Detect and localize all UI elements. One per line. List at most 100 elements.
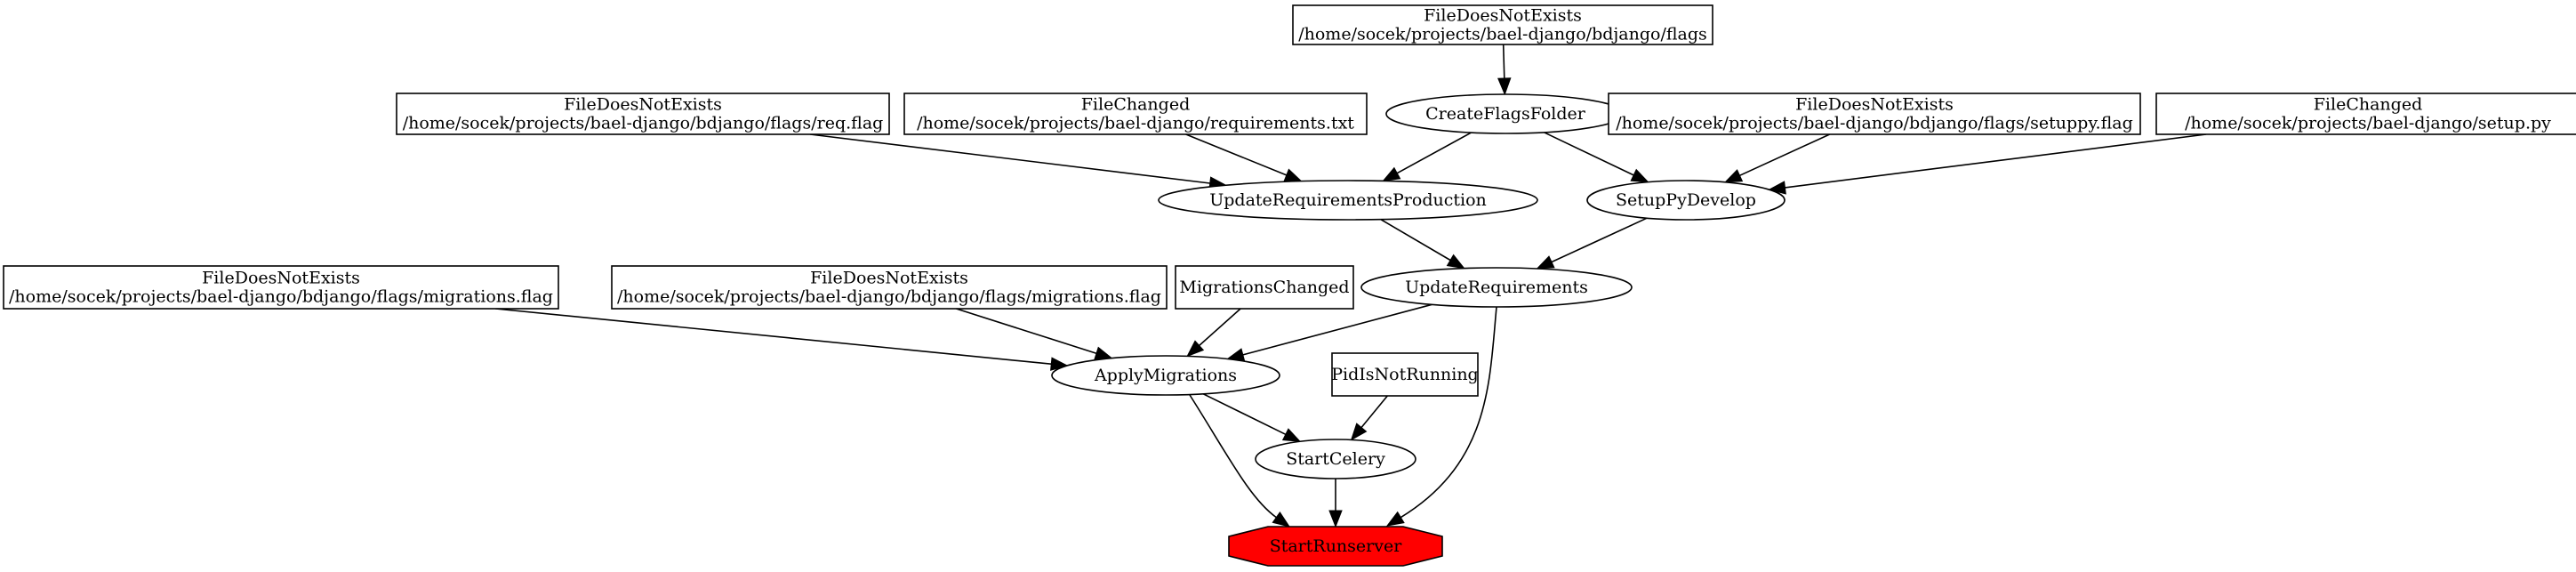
node-label-line: FileDoesNotExists — [810, 269, 968, 288]
node-box — [611, 265, 1168, 310]
edge-apply-migrations-to-start-runserver — [1189, 394, 1291, 528]
node-label-line: CreateFlagsFolder — [1425, 104, 1586, 124]
edge-pid-not-running-to-start-celery — [1350, 395, 1388, 441]
edge-line — [1360, 395, 1388, 429]
node-label-line: FileChanged — [2314, 95, 2423, 115]
edge-flags-folder-missing-to-create-flags-folder — [1497, 44, 1512, 96]
node-label-line: ApplyMigrations — [1094, 366, 1237, 385]
arrow-head — [1094, 346, 1113, 360]
node-label-line: FileDoesNotExists — [1424, 6, 1582, 26]
node-label-line: UpdateRequirementsProduction — [1209, 190, 1487, 210]
node-label-line: MigrationsChanged — [1179, 278, 1349, 297]
edge-start-celery-to-start-runserver — [1328, 479, 1343, 528]
edge-migrations-changed-to-apply-migrations — [1186, 308, 1241, 358]
node-start-runserver: StartRunserver — [1228, 526, 1443, 567]
node-ellipse — [1255, 439, 1416, 479]
edge-line — [1242, 303, 1432, 356]
edge-req-flag-missing-to-update-req-production — [809, 133, 1227, 190]
arrow-head — [1350, 423, 1368, 441]
node-migrations-changed: MigrationsChanged — [1175, 265, 1354, 310]
arrow-head — [1283, 168, 1303, 182]
node-label-line: FileDoesNotExists — [202, 269, 360, 288]
edge-create-flags-folder-to-setup-py-develop — [1544, 132, 1649, 183]
arrow-head — [1385, 511, 1405, 527]
edge-line — [495, 308, 1052, 365]
node-box — [1175, 265, 1354, 310]
node-setup-changed: FileChanged/home/socek/projects/bael-dja… — [2155, 93, 2576, 135]
arrow-head — [1723, 169, 1744, 183]
node-migrations-flag-missing-2: FileDoesNotExists/home/socek/projects/ba… — [611, 265, 1168, 310]
node-label-line: StartCelery — [1286, 449, 1385, 469]
node-flags-folder-missing: FileDoesNotExists/home/socek/projects/ba… — [1292, 4, 1713, 45]
arrow-head — [1186, 340, 1205, 358]
node-label-line: FileDoesNotExists — [1795, 95, 1954, 115]
node-label-line: /home/socek/projects/bael-django/setup.p… — [2185, 114, 2551, 133]
arrow-head — [1536, 255, 1555, 270]
node-box — [1292, 4, 1713, 45]
arrow-head — [1768, 181, 1786, 195]
edge-setuppy-flag-missing-to-setup-py-develop — [1723, 133, 1831, 183]
node-label-line: FileDoesNotExists — [564, 95, 722, 115]
node-label-line: /home/socek/projects/bael-django/bdjango… — [617, 287, 1161, 307]
edge-migrations-flag-missing-1-to-apply-migrations — [495, 308, 1069, 371]
node-label-line: PidIsNotRunning — [1331, 365, 1478, 384]
node-ellipse — [1051, 355, 1280, 396]
node-label-line: SetupPyDevelop — [1616, 190, 1756, 210]
node-box — [1331, 352, 1479, 397]
node-box — [903, 93, 1368, 135]
node-label-line: /home/socek/projects/bael-django/bdjango… — [1616, 114, 2133, 133]
node-start-celery: StartCelery — [1255, 439, 1416, 479]
edge-update-req-production-to-update-requirements — [1380, 219, 1465, 270]
edge-setup-changed-to-setup-py-develop — [1768, 133, 2207, 195]
node-create-flags-folder: CreateFlagsFolder — [1385, 93, 1625, 134]
edge-create-flags-folder-to-update-req-production — [1382, 132, 1472, 182]
node-box — [1608, 93, 2141, 135]
node-update-req-production: UpdateRequirementsProduction — [1158, 180, 1538, 221]
edge-update-requirements-to-apply-migrations — [1226, 303, 1432, 362]
edges-layer — [495, 44, 2207, 528]
edge-line — [1189, 394, 1277, 519]
arrow-head — [1328, 510, 1343, 528]
node-req-flag-missing: FileDoesNotExists/home/socek/projects/ba… — [396, 93, 890, 135]
node-box — [3, 265, 559, 310]
edge-migrations-flag-missing-2-to-apply-migrations — [956, 308, 1113, 360]
node-octagon — [1228, 526, 1443, 567]
edge-line — [1739, 133, 1831, 177]
edge-setup-py-develop-to-update-requirements — [1536, 217, 1648, 270]
arrow-head — [1272, 512, 1291, 528]
edge-line — [1380, 219, 1451, 262]
edge-line — [1544, 132, 1634, 176]
edge-line — [1502, 44, 1505, 79]
node-ellipse — [1158, 180, 1538, 221]
node-label-line: StartRunserver — [1270, 536, 1403, 556]
edge-line — [1199, 308, 1241, 346]
arrow-head — [1497, 77, 1512, 96]
edge-apply-migrations-to-start-celery — [1202, 393, 1302, 442]
node-setup-py-develop: SetupPyDevelop — [1586, 180, 1786, 221]
edge-line — [1785, 133, 2207, 189]
nodes-layer: FileDoesNotExists/home/socek/projects/ba… — [3, 4, 2576, 567]
edge-line — [1185, 133, 1288, 176]
node-label-line: /home/socek/projects/bael-django/require… — [917, 114, 1354, 133]
node-setuppy-flag-missing: FileDoesNotExists/home/socek/projects/ba… — [1608, 93, 2141, 135]
node-apply-migrations: ApplyMigrations — [1051, 355, 1280, 396]
edge-line — [1202, 393, 1287, 436]
node-label-line: /home/socek/projects/bael-django/bdjango… — [1298, 25, 1707, 44]
node-label-line: /home/socek/projects/bael-django/bdjango… — [9, 287, 553, 307]
node-update-requirements: UpdateRequirements — [1360, 267, 1633, 308]
edge-line — [1396, 132, 1472, 174]
node-label-line: UpdateRequirements — [1405, 278, 1588, 297]
node-box — [2155, 93, 2576, 135]
node-requirements-changed: FileChanged/home/socek/projects/bael-dja… — [903, 93, 1368, 135]
node-ellipse — [1360, 267, 1633, 308]
node-box — [396, 93, 890, 135]
edge-line — [1400, 306, 1497, 519]
arrow-head — [1382, 166, 1401, 182]
edge-line — [1551, 217, 1648, 263]
edge-requirements-changed-to-update-req-production — [1185, 133, 1303, 182]
arrow-head — [1281, 428, 1302, 442]
arrow-head — [1630, 168, 1649, 183]
node-ellipse — [1586, 180, 1786, 221]
edge-line — [809, 133, 1210, 184]
